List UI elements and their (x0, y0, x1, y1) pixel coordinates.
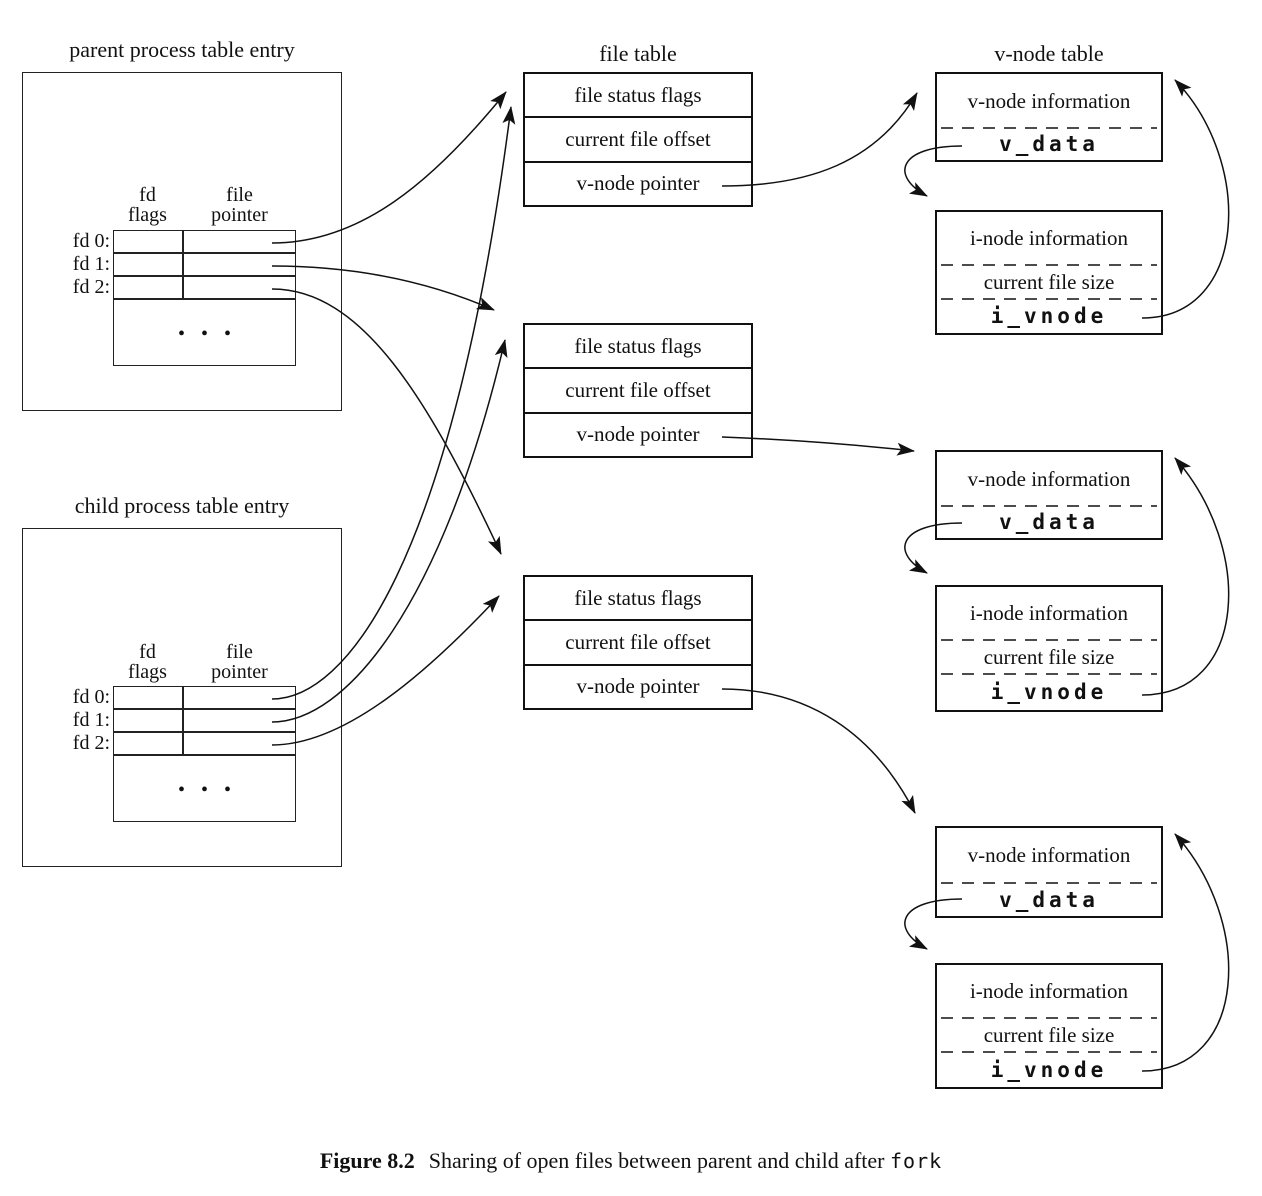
inode-information-cell: i-node information (969, 601, 1129, 625)
parent-col-header-flags: flags (128, 204, 167, 226)
parent-col-header-pointer: pointer (211, 204, 268, 226)
child-fd-row-separator (114, 731, 295, 733)
v-data-cell: v_data (999, 510, 1099, 534)
vnode-pointer-cell: v-node pointer (576, 422, 700, 447)
child-col-header-flags: flags (128, 661, 167, 683)
parent-col-header-fd-flags: fd flags (113, 185, 182, 225)
parent-fd-table: • • • (113, 230, 296, 366)
file-table-entry-3: file status flags current file offset v-… (523, 575, 753, 710)
child-col-header-fd-flags: fd flags (113, 642, 182, 682)
child-fd-row-separator (114, 754, 295, 756)
inode-information-cell: i-node information (969, 979, 1129, 1003)
figure-caption: Figure 8.2 Sharing of open files between … (0, 1148, 1262, 1174)
parent-fd1-label: fd 1: (72, 253, 110, 275)
vnode-box-2: v-node information v_data (935, 450, 1163, 540)
inode-box-3: i-node information current file size i_v… (935, 963, 1163, 1089)
parent-fd2-label: fd 2: (72, 276, 110, 298)
vnode-information-cell: v-node information (967, 843, 1131, 867)
parent-ellipsis: • • • (177, 323, 231, 345)
child-col-header-pointer: pointer (211, 661, 268, 683)
parent-col-header-file: file (226, 184, 253, 206)
child-col-header-file: file (226, 641, 253, 663)
parent-fd-column-divider (182, 231, 184, 298)
file-table-entry-1: file status flags current file offset v-… (523, 72, 753, 207)
child-fd-row-separator (114, 708, 295, 710)
parent-fd-row-separator (114, 252, 295, 254)
i-vnode-cell: i_vnode (990, 1057, 1108, 1082)
child-ellipsis: • • • (177, 779, 231, 801)
vnode-box-3: v-node information v_data (935, 826, 1163, 918)
i-vnode-cell: i_vnode (990, 680, 1108, 704)
parent-col-header-file-pointer: file pointer (182, 185, 297, 225)
v-data-cell: v_data (999, 132, 1099, 156)
inode-box-2: i-node information current file size i_v… (935, 585, 1163, 712)
child-fd-table: • • • (113, 686, 296, 822)
figure-caption-label: Figure 8.2 (319, 1148, 415, 1173)
current-file-offset-cell: current file offset (525, 118, 751, 163)
child-fd1-label: fd 1: (72, 709, 110, 731)
file-status-flags-cell: file status flags (525, 325, 751, 370)
file-table-entry-2: file status flags current file offset v-… (523, 323, 753, 458)
parent-fd-row-separator (114, 275, 295, 277)
current-file-size-cell: current file size (983, 269, 1115, 294)
vnode-pointer-cell: v-node pointer (576, 171, 700, 196)
inode-box-1: i-node information current file size i_v… (935, 210, 1163, 335)
parent-fd0-label: fd 0: (72, 230, 110, 252)
vnode-information-cell: v-node information (967, 466, 1131, 491)
vnode-box-1: v-node information v_data (935, 72, 1163, 162)
vnode-information-cell: v-node information (967, 88, 1131, 113)
child-fd-column-divider (182, 687, 184, 754)
v-data-cell: v_data (999, 887, 1099, 912)
file-table-title: file table (599, 41, 677, 66)
current-file-offset-cell: current file offset (525, 621, 751, 666)
figure-caption-text: Sharing of open files between parent and… (428, 1148, 885, 1173)
vnode-table-title: v-node table (994, 41, 1104, 66)
child-fd0-label: fd 0: (72, 686, 110, 708)
file-status-flags-cell: file status flags (525, 577, 751, 622)
parent-fd-row-separator (114, 298, 295, 300)
figure-caption-code: fork (889, 1149, 943, 1173)
child-col-header-fd: fd (139, 641, 156, 663)
current-file-size-cell: current file size (983, 1022, 1115, 1047)
current-file-offset-cell: current file offset (525, 369, 751, 414)
file-status-flags-cell: file status flags (525, 74, 751, 119)
parent-table-title: parent process table entry (69, 37, 295, 62)
child-table-title: child process table entry (74, 493, 290, 518)
child-col-header-file-pointer: file pointer (182, 642, 297, 682)
i-vnode-cell: i_vnode (990, 304, 1108, 328)
parent-col-header-fd: fd (139, 184, 156, 206)
vnode-pointer-cell: v-node pointer (576, 674, 700, 699)
child-fd2-label: fd 2: (72, 732, 110, 754)
current-file-size-cell: current file size (983, 644, 1115, 669)
inode-information-cell: i-node information (969, 226, 1129, 250)
